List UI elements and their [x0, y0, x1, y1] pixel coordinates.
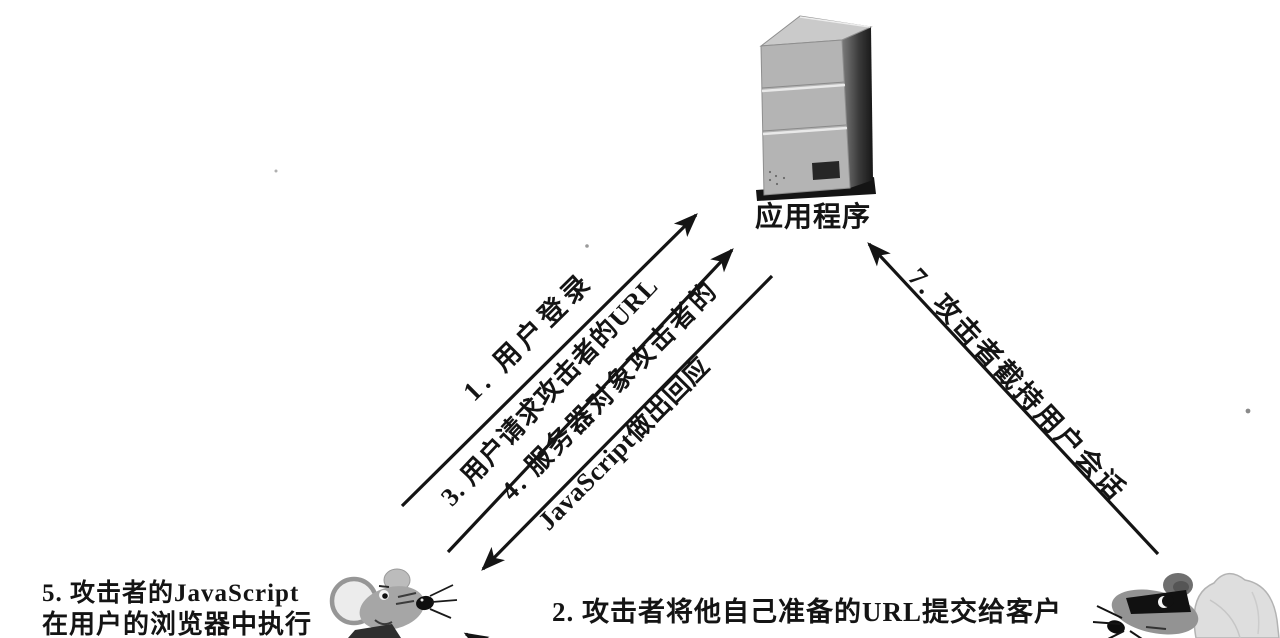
user-mouse-whiskers — [429, 584, 458, 619]
note-5-line2: 在用户的浏览器中执行 — [42, 610, 313, 638]
user-mouse-icon — [329, 568, 458, 638]
attacker-masked-mouse-icon — [1092, 573, 1280, 638]
attacker-mouse-eye-crescent-cover — [1162, 595, 1174, 607]
user-mouse-snout-slit — [395, 600, 415, 605]
server-vent-square — [812, 161, 840, 180]
server-top-highlight — [799, 16, 871, 28]
user-mouse-eye — [382, 593, 388, 599]
arrow-3-user-requests-url — [446, 248, 734, 554]
server-front-panel — [760, 39, 851, 196]
attacker-mouse-ear-inner — [1173, 581, 1189, 593]
user-mouse-snout-slit — [397, 592, 417, 598]
scan-speck — [274, 169, 278, 173]
scan-speck — [585, 244, 589, 248]
note-5-line1: 5. 攻击者的JavaScript — [42, 580, 300, 607]
arrow-4-server-responds — [481, 274, 774, 571]
user-mouse-head — [359, 586, 425, 630]
server-vent-dots — [768, 170, 786, 186]
server-panel-divider — [761, 83, 846, 93]
user-mouse-nose-shine — [420, 598, 424, 602]
server-side-panel — [842, 27, 873, 188]
server-panel-seam — [761, 81, 846, 89]
server-tower-icon — [756, 15, 876, 201]
arrow-1-user-login — [400, 213, 698, 508]
server-panel-divider — [762, 126, 848, 136]
arrow-2-attacker-submits-url — [463, 632, 490, 638]
attacker-sack-crease — [1209, 599, 1241, 638]
arrow-2-label: 2. 攻击者将他自己准备的URL提交给客户 — [552, 597, 1063, 627]
scan-speck — [1245, 408, 1251, 414]
server-label: 应用程序 — [755, 202, 872, 233]
user-mouse-nose — [416, 595, 434, 611]
arrow-7-attacker-hijacks-session — [867, 242, 1160, 556]
attacker-sack-crease — [1251, 591, 1260, 635]
attacker-sack — [1193, 573, 1280, 638]
user-mouse-mouth — [374, 619, 393, 626]
attacker-mouse-whiskers — [1092, 605, 1143, 638]
user-mouse-brow — [378, 585, 390, 588]
attacker-mouse-mouth — [1145, 626, 1167, 630]
server-panel-seam — [762, 124, 847, 132]
user-mouse-body — [348, 624, 401, 638]
